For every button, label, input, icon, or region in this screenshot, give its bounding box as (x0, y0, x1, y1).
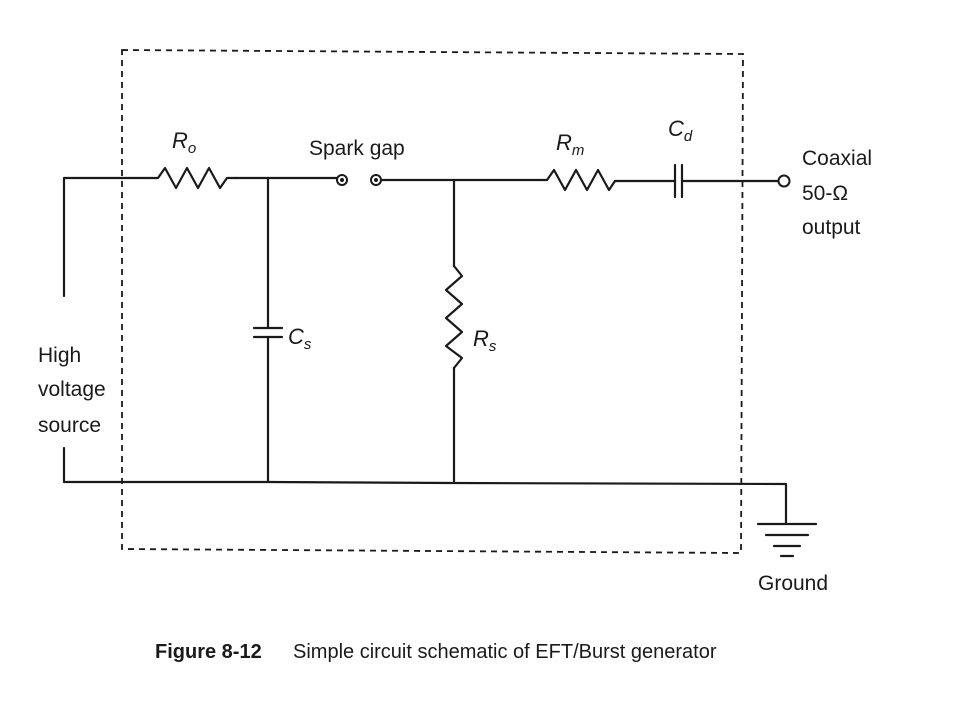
generator-enclosure (121, 49, 744, 554)
ground-bus (266, 480, 788, 525)
output-label-line-2: 50-Ω (802, 182, 848, 205)
output-label-line-3: output (802, 216, 861, 239)
source-label-line-1: High (38, 344, 81, 367)
rs-resistor (444, 264, 464, 370)
output-label-line-1: Coaxial (802, 147, 872, 170)
source-top-wire (62, 176, 152, 298)
source-label-line-3: source (38, 414, 101, 437)
rm-resistor (538, 168, 624, 192)
rs-label: Rs (473, 326, 497, 355)
output-terminal (777, 174, 791, 188)
spark-gap-label: Spark gap (309, 137, 405, 160)
source-label-line-2: voltage (38, 378, 106, 401)
figure-caption-number: Figure 8-12 (155, 641, 262, 663)
ground-label: Ground (758, 572, 828, 595)
cd-label: Cd (668, 116, 693, 145)
figure-caption-text: Simple circuit schematic of EFT/Burst ge… (293, 641, 717, 663)
spark-gap-left-dot (340, 178, 344, 182)
rm-label: Rm (556, 130, 584, 159)
ro-resistor (148, 166, 238, 190)
cs-label: Cs (288, 324, 312, 353)
source-bottom-wire (62, 446, 270, 484)
ro-label: Ro (172, 128, 196, 157)
spark-gap-right-dot (374, 178, 378, 182)
